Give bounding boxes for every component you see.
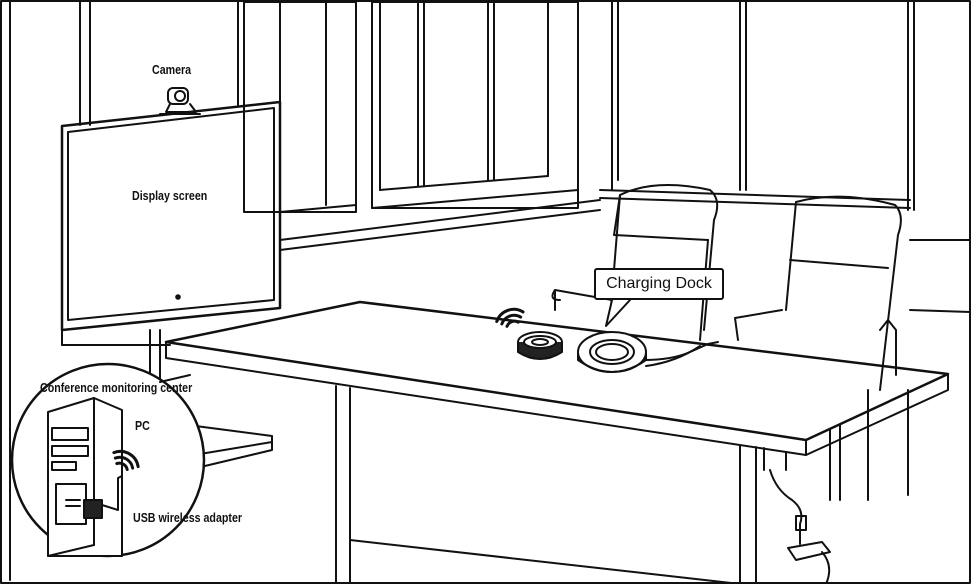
camera-label: Camera: [152, 62, 192, 77]
window-right: [599, 1, 971, 313]
window-left: [243, 1, 357, 213]
callout-pointer: [605, 299, 631, 327]
wifi-signal-icon: [112, 449, 140, 472]
floor: [349, 539, 741, 584]
monitoring-center-label: Conference monitoring center: [40, 380, 193, 395]
window-center: [371, 1, 579, 209]
conference-table: [164, 300, 950, 584]
pc-tower: [47, 397, 123, 557]
pc-label: PC: [135, 418, 150, 433]
wifi-signal-icon: [495, 307, 525, 328]
usb-adapter-label: USB wireless adapter: [133, 510, 243, 525]
speakerphone-device: [517, 331, 563, 360]
display-screen: [60, 100, 282, 346]
camera-device: [159, 87, 201, 115]
usb-adapter-device: [83, 475, 123, 521]
chair-right: [734, 195, 909, 501]
charging-dock-callout: Charging Dock: [594, 268, 724, 300]
pc-magnifier: [10, 362, 206, 558]
charging-dock-label: Charging Dock: [606, 275, 712, 292]
display-screen-label: Display screen: [132, 188, 208, 203]
charging-dock-device: [577, 331, 719, 373]
power-cable: [769, 469, 831, 584]
